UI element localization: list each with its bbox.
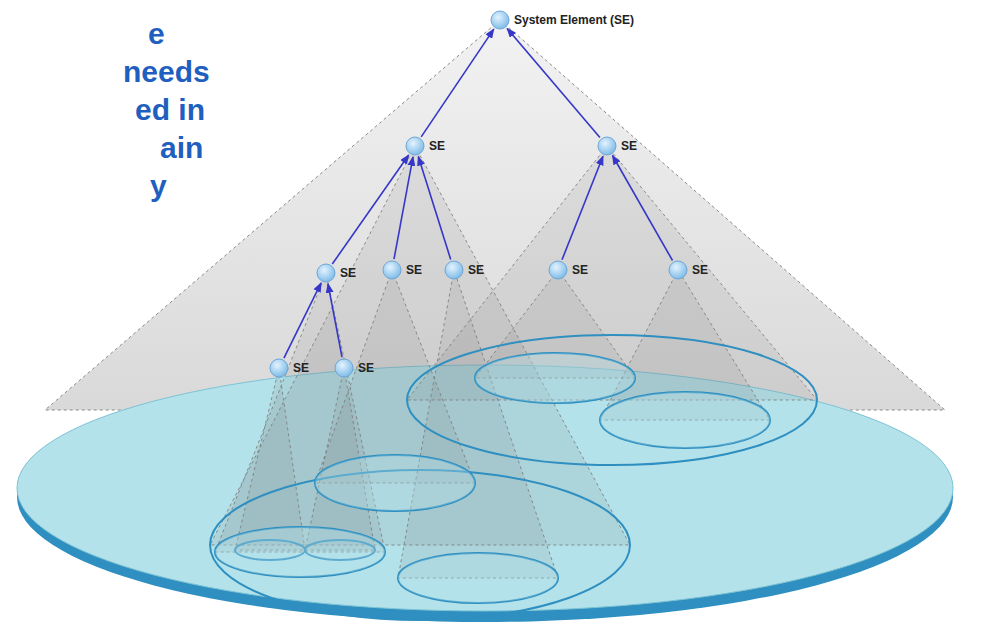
hierarchy-arrow	[394, 157, 413, 259]
node-label: SE	[429, 139, 445, 153]
node-label: SE	[572, 263, 588, 277]
node-circle	[444, 260, 464, 280]
node-circle	[597, 136, 617, 156]
node-label: SE	[621, 139, 637, 153]
hierarchy-arrow	[507, 28, 600, 137]
node-circle	[668, 260, 688, 280]
system-element-node: SE	[444, 260, 464, 280]
node-circle	[334, 358, 354, 378]
hierarchy-arrow	[421, 29, 494, 137]
node-circle	[548, 260, 568, 280]
node-label: System Element (SE)	[514, 13, 634, 27]
side-text: e	[148, 16, 165, 52]
node-label: SE	[358, 361, 374, 375]
hierarchy-arrow	[328, 284, 342, 357]
system-element-node: System Element (SE)	[490, 10, 510, 30]
side-text: needs	[123, 54, 210, 90]
node-label: SE	[692, 263, 708, 277]
node-label: SE	[293, 361, 309, 375]
side-text: ain	[160, 130, 203, 166]
node-circle	[490, 10, 510, 30]
hierarchy-arrow	[613, 156, 673, 261]
side-text: ed in	[135, 92, 205, 128]
node-circle	[382, 260, 402, 280]
side-text: y	[150, 168, 167, 204]
system-element-node: SE	[382, 260, 402, 280]
system-element-node: SE	[316, 263, 336, 283]
hierarchy-arrow	[332, 155, 408, 264]
node-circle	[405, 136, 425, 156]
system-element-node: SE	[548, 260, 568, 280]
system-element-node: SE	[668, 260, 688, 280]
hierarchy-arrow	[418, 157, 450, 260]
node-label: SE	[406, 263, 422, 277]
hierarchy-arrow	[284, 283, 321, 358]
node-circle	[269, 358, 289, 378]
system-element-node: SE	[269, 358, 289, 378]
hierarchy-arrow	[562, 156, 603, 260]
system-element-node: SE	[334, 358, 354, 378]
node-label: SE	[468, 263, 484, 277]
node-circle	[316, 263, 336, 283]
system-element-node: SE	[405, 136, 425, 156]
node-label: SE	[340, 266, 356, 280]
system-element-node: SE	[597, 136, 617, 156]
